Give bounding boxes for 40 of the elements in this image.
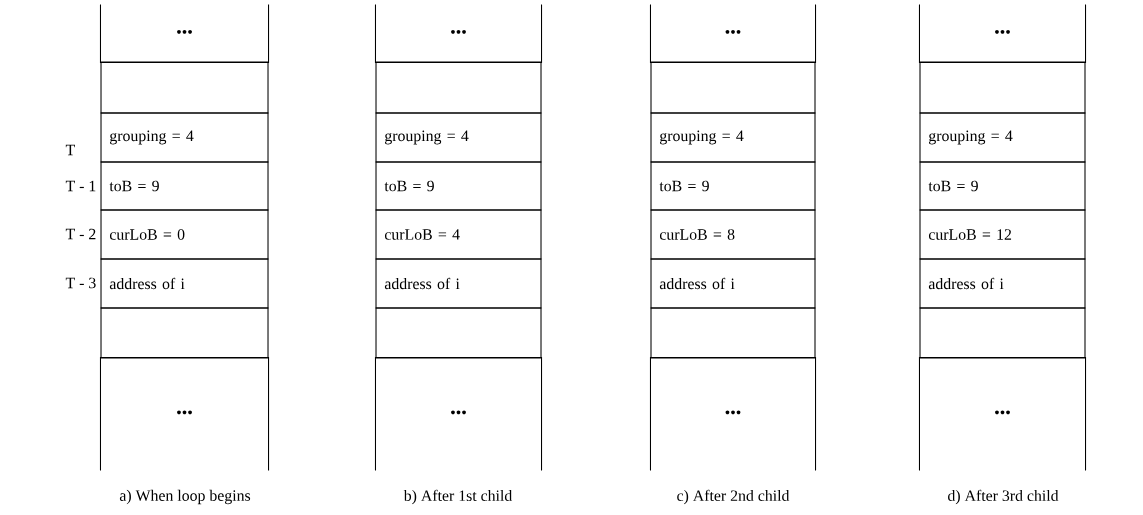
panel-caption: a) When loop begins xyxy=(119,489,251,505)
stack-cell: grouping = 4 xyxy=(919,112,1086,163)
stack-top-cell: ••• xyxy=(649,3,817,64)
panel-caption: c) After 2nd child xyxy=(677,489,790,505)
stack-cell: toB = 9 xyxy=(650,161,816,211)
stack-cell: grouping = 4 xyxy=(650,112,816,163)
stack-cell: toB = 9 xyxy=(919,161,1086,211)
stack-cell: toB = 9 xyxy=(375,161,542,211)
stack-cell: curLoB = 8 xyxy=(650,209,816,260)
stack-bottom-cell: ••• xyxy=(374,356,543,472)
stack-cell: curLoB = 4 xyxy=(375,209,542,260)
stack-bottom-cell: ••• xyxy=(649,356,817,472)
empty-stack-cell xyxy=(375,307,542,359)
empty-stack-cell xyxy=(100,61,269,114)
stack-cell: address of i xyxy=(919,258,1086,309)
row-label: T - 1 xyxy=(65,180,96,192)
stack-cell: curLoB = 0 xyxy=(100,209,269,260)
stack-top-cell: ••• xyxy=(99,3,270,64)
stack-top-cell: ••• xyxy=(918,3,1087,64)
stack-top-cell: ••• xyxy=(374,3,543,64)
stack-cell: toB = 9 xyxy=(100,161,269,211)
panel-caption: b) After 1st child xyxy=(403,489,513,505)
empty-stack-cell xyxy=(650,307,816,359)
stack-cell: grouping = 4 xyxy=(375,112,542,163)
stack-cell: curLoB = 12 xyxy=(919,209,1086,260)
empty-stack-cell xyxy=(375,61,542,114)
empty-stack-cell xyxy=(919,61,1086,114)
stack-cell: address of i xyxy=(650,258,816,309)
stack-cell: address of i xyxy=(100,258,269,309)
stack-bottom-cell: ••• xyxy=(918,356,1087,472)
stack-cell: grouping = 4 xyxy=(100,112,269,163)
empty-stack-cell xyxy=(650,61,816,114)
panel-caption: d) After 3rd child xyxy=(948,489,1059,505)
row-label: T xyxy=(65,144,75,156)
row-label: T - 2 xyxy=(65,228,96,240)
stack-bottom-cell: ••• xyxy=(99,356,270,472)
row-label: T - 3 xyxy=(65,277,96,289)
empty-stack-cell xyxy=(919,307,1086,359)
stack-cell: address of i xyxy=(375,258,542,309)
empty-stack-cell xyxy=(100,307,269,359)
